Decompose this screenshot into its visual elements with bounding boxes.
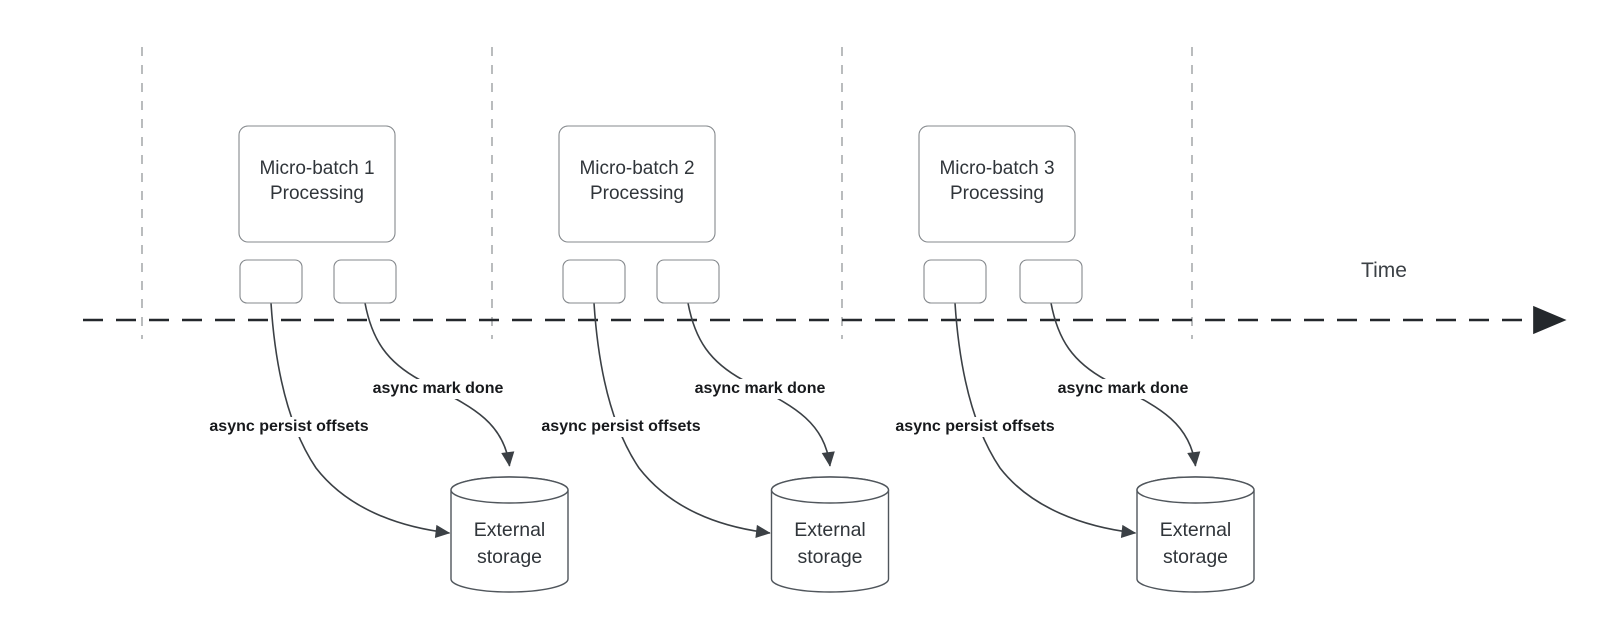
external-storage-label: External storage — [1159, 519, 1232, 568]
time-axis-label: Time — [1361, 259, 1407, 282]
mark-done-rect — [1019, 259, 1083, 304]
external-storage-label: External storage — [794, 519, 866, 568]
micro-batch-box — [238, 125, 396, 243]
persist-offsets-rect — [562, 259, 626, 304]
micro-batch-2-group — [558, 125, 890, 593]
external-storage-label: External storage — [473, 519, 546, 568]
external-storage-cylinder-top — [770, 476, 890, 504]
persist-offsets-arrow — [593, 302, 771, 538]
mark-done-rect — [656, 259, 720, 304]
micro-batch-box-label: Micro-batch 2 Processing — [579, 158, 695, 204]
micro-batch-box — [918, 125, 1076, 243]
mark-done-rect — [333, 259, 397, 304]
persist-offsets-arrow — [270, 302, 451, 538]
micro-batch-box — [558, 125, 716, 243]
persist-offsets-rect — [923, 259, 987, 304]
persist-offsets-label: async persist offsets — [891, 417, 1059, 437]
persist-offsets-rect — [239, 259, 303, 304]
mark-done-label: async mark done — [1053, 379, 1193, 399]
persist-offsets-arrow — [954, 302, 1137, 538]
micro-batch-3-group — [918, 125, 1255, 593]
micro-batch-box-label: Micro-batch 1 Processing — [259, 158, 375, 204]
mark-done-label: async mark done — [690, 379, 830, 399]
persist-offsets-label: async persist offsets — [205, 417, 373, 437]
external-storage-cylinder-top — [450, 476, 569, 504]
mark-done-label: async mark done — [368, 379, 508, 399]
external-storage-cylinder-top — [1136, 476, 1255, 504]
persist-offsets-label: async persist offsets — [537, 417, 705, 437]
micro-batch-1-group — [238, 125, 569, 593]
micro-batch-box-label: Micro-batch 3 Processing — [939, 158, 1055, 204]
